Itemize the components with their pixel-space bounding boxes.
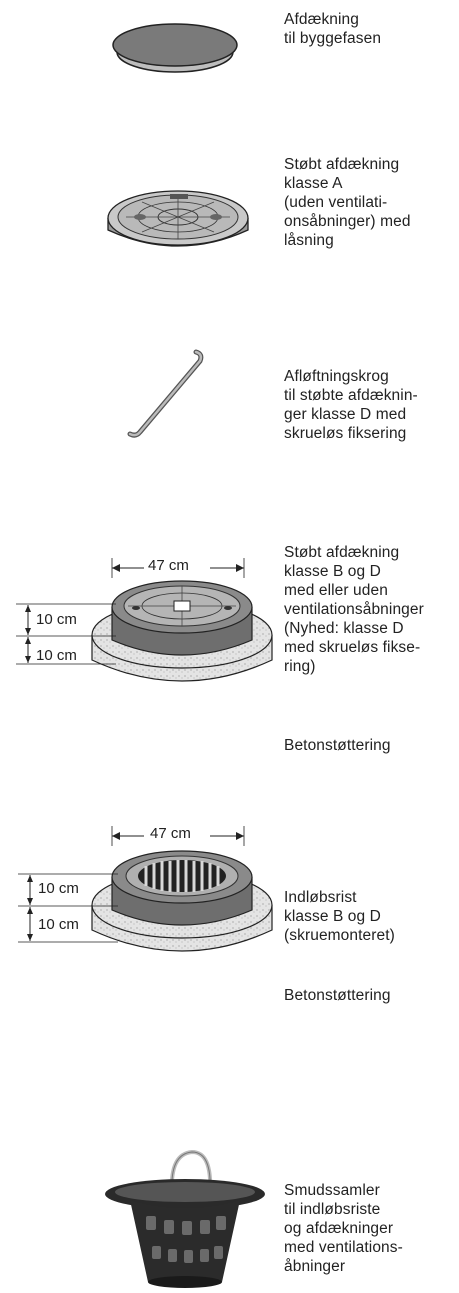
sub-caption-support-ring-2: Betonstøttering bbox=[284, 987, 391, 1004]
caption-temporary-cover: Afdækning til byggefasen bbox=[284, 11, 382, 47]
temporary-cover-icon bbox=[112, 23, 238, 73]
height-label-1: 10 cm bbox=[36, 611, 77, 628]
dirt-collector-icon bbox=[105, 1150, 265, 1288]
lifting-hook-icon bbox=[127, 349, 204, 438]
width-label: 47 cm bbox=[150, 825, 191, 842]
height-label-2: 10 cm bbox=[38, 916, 79, 933]
caption-lifting-hook: Afløftningskrog til støbte afdæknin- ger… bbox=[284, 368, 418, 442]
caption-cast-cover-bd: Støbt afdækning klasse B og D med eller … bbox=[284, 544, 424, 675]
height-label-2: 10 cm bbox=[36, 647, 77, 664]
caption-cast-cover-a: Støbt afdækning klasse A (uden ventilati… bbox=[284, 156, 411, 249]
width-label: 47 cm bbox=[148, 557, 189, 574]
sub-caption-support-ring-1: Betonstøttering bbox=[284, 737, 391, 754]
height-dimension-lines bbox=[16, 603, 116, 665]
width-dimension-line bbox=[111, 558, 245, 578]
height-dimension-lines bbox=[18, 873, 118, 943]
cast-cover-class-a-icon bbox=[107, 190, 249, 247]
caption-dirt-collector: Smudssamler til indløbsriste og afdæknin… bbox=[284, 1182, 403, 1275]
height-label-1: 10 cm bbox=[38, 880, 79, 897]
cast-cover-class-bd-icon bbox=[91, 580, 273, 682]
width-dimension-line bbox=[111, 826, 245, 846]
caption-inlet-grate: Indløbsrist klasse B og D (skruemonteret… bbox=[284, 889, 395, 944]
inlet-grate-icon bbox=[91, 850, 273, 952]
